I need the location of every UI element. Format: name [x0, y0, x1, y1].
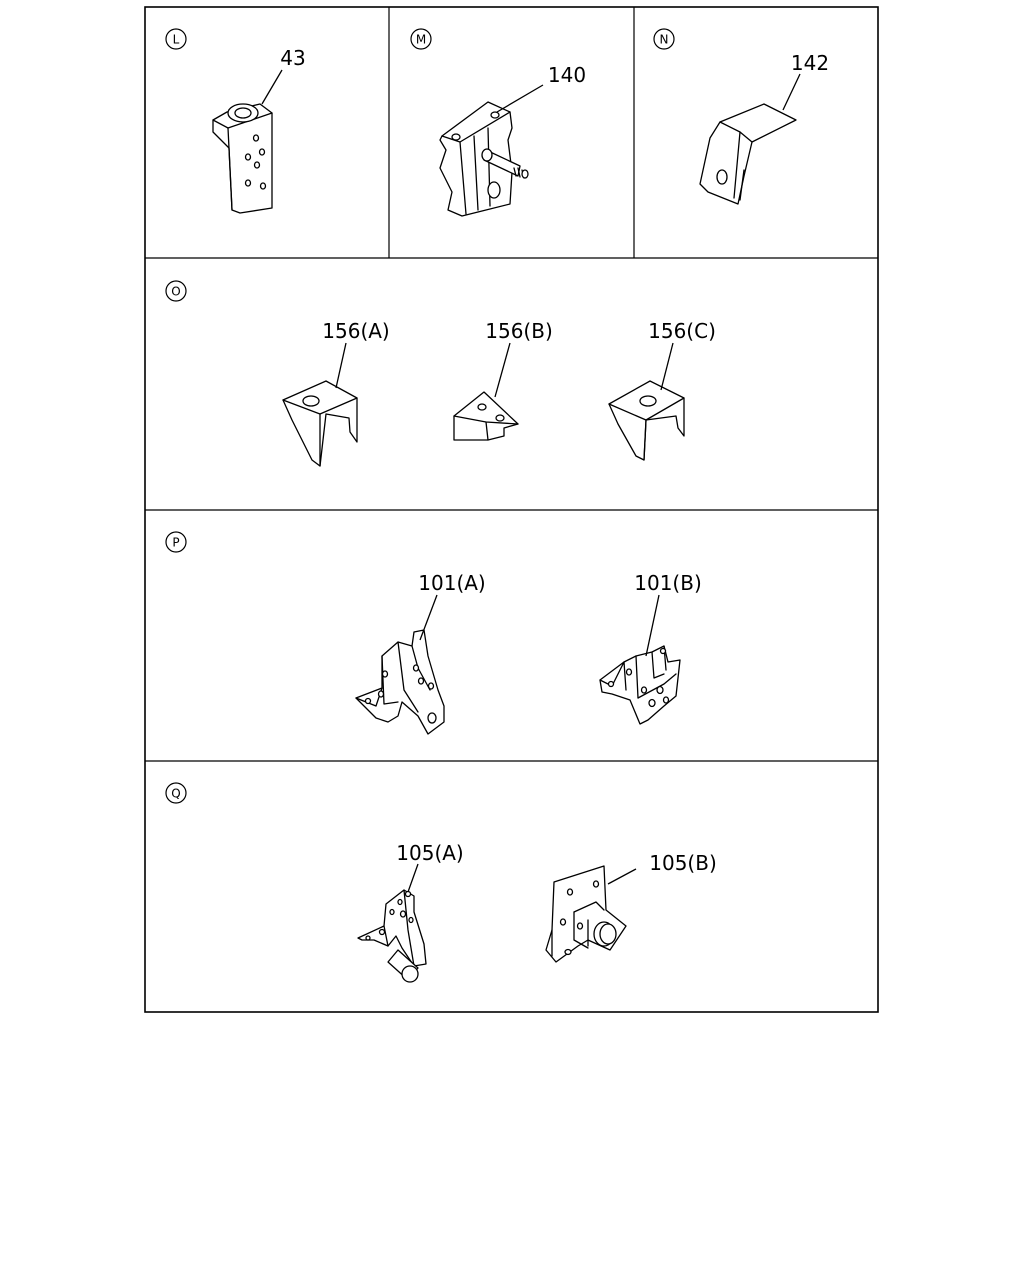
part-101a-bracket — [355, 629, 445, 735]
label-105b: 105(B) — [649, 851, 717, 875]
section-l-letter: L — [173, 33, 180, 47]
section-o: O 156(A) 156(B) 156(C) — [165, 280, 716, 467]
part-101b-bracket — [599, 645, 681, 725]
part-156b-bracket — [453, 391, 519, 441]
leader-156a — [335, 342, 347, 389]
part-140-bracket — [439, 101, 529, 217]
label-140: 140 — [548, 63, 586, 87]
label-105a: 105(A) — [396, 841, 463, 865]
section-n-marker: N — [653, 28, 675, 50]
leader-105b — [607, 868, 637, 885]
leader-101b — [645, 594, 660, 657]
label-142: 142 — [791, 51, 829, 75]
section-q-letter: Q — [171, 787, 180, 801]
part-156c-bracket — [608, 380, 685, 461]
part-105b-bracket — [545, 865, 627, 963]
section-p-letter: P — [172, 536, 179, 550]
part-105a-bracket — [357, 889, 427, 983]
leader-43 — [261, 69, 283, 105]
label-156a: 156(A) — [322, 319, 389, 343]
section-q: Q 105(A) — [165, 782, 717, 983]
label-156c: 156(C) — [648, 319, 716, 343]
section-o-marker: O — [165, 280, 187, 302]
section-n: N 142 — [653, 28, 829, 205]
section-m: M 140 — [410, 28, 586, 217]
leader-105a — [407, 863, 419, 893]
section-o-letter: O — [171, 285, 180, 299]
part-43-bracket — [212, 103, 273, 214]
label-43: 43 — [280, 46, 305, 70]
leader-156c — [660, 342, 674, 391]
label-101a: 101(A) — [418, 571, 485, 595]
part-142-bracket — [699, 103, 797, 205]
part-156a-bracket — [282, 380, 358, 467]
section-l-marker: L — [165, 28, 187, 50]
section-m-marker: M — [410, 28, 432, 50]
section-q-marker: Q — [165, 782, 187, 804]
leader-101a — [419, 594, 438, 641]
leader-156b — [494, 342, 511, 398]
section-p: P 101(A) — [165, 531, 702, 735]
leader-140 — [496, 84, 544, 113]
section-p-marker: P — [165, 531, 187, 553]
label-156b: 156(B) — [485, 319, 553, 343]
section-n-letter: N — [660, 33, 669, 47]
leader-142 — [782, 73, 801, 111]
label-101b: 101(B) — [634, 571, 702, 595]
section-m-letter: M — [416, 33, 426, 47]
section-l: L 43 — [165, 28, 306, 214]
